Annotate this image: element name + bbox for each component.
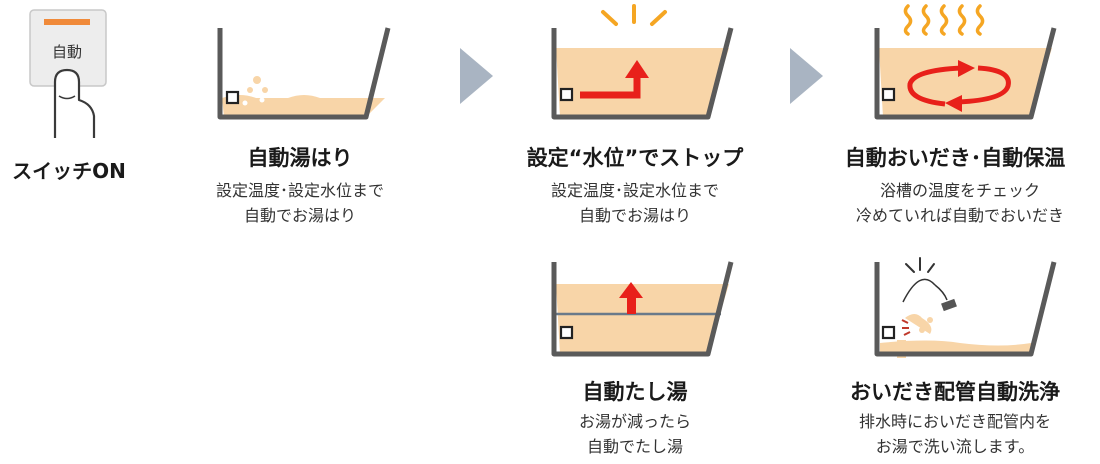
spray-icon	[901, 314, 933, 336]
desc-line: お湯で洗い流します。	[875, 437, 1035, 456]
bathtub-reheat-icon	[874, 4, 1057, 120]
steam-icon	[903, 4, 985, 36]
step-title-topup: 自動たし湯	[582, 380, 688, 404]
circulation-arrows-icon	[907, 65, 1011, 107]
step-title-stop-level: 設定“水位”でストップ	[526, 146, 744, 170]
step-title-pipe-clean: おいだき配管自動洗浄	[850, 380, 1060, 404]
desc-line: 排水時においだき配管内を	[858, 412, 1051, 431]
bathtub-filling-icon	[217, 27, 391, 120]
sparkle-lines-icon	[601, 4, 667, 26]
drain-plug-icon	[902, 278, 957, 312]
desc-line: 自動でお湯はり	[578, 206, 691, 225]
finger-icon	[53, 68, 96, 138]
desc-line: 自動でお湯はり	[243, 206, 356, 225]
desc-line: 自動でたし湯	[586, 437, 683, 456]
chevron-right-icon	[790, 48, 823, 104]
step-title-reheat: 自動おいだき･自動保温	[844, 146, 1066, 170]
desc-line: 設定温度･設定水位まで	[215, 181, 384, 200]
step-desc-pipe-clean: 排水時においだき配管内を お湯で洗い流します。	[830, 409, 1080, 459]
chevron-right-icon	[460, 48, 493, 104]
sparkle-lines-icon	[905, 257, 935, 273]
bathtub-pipe-clean-icon	[874, 257, 1057, 358]
bathtub-stop-icon	[551, 4, 734, 120]
desc-line: 冷めていれば自動でおいだき	[855, 206, 1064, 225]
step-desc-auto-fill: 設定温度･設定水位まで 自動でお湯はり	[180, 178, 420, 228]
switch-button-label: 自動	[52, 43, 82, 61]
step-title-auto-fill: 自動湯はり	[247, 146, 353, 170]
desc-line: 浴槽の温度をチェック	[879, 181, 1040, 200]
step-desc-reheat: 浴槽の温度をチェック 冷めていれば自動でおいだき	[820, 178, 1100, 228]
switch-caption: スイッチON	[12, 159, 126, 183]
bathtub-topup-icon	[551, 261, 734, 357]
desc-line: お湯が減ったら	[578, 412, 691, 431]
step-desc-topup: お湯が減ったら 自動でたし湯	[530, 409, 740, 459]
step-desc-stop-level: 設定温度･設定水位まで 自動でお湯はり	[510, 178, 760, 228]
auto-switch-icon: 自動	[29, 9, 107, 87]
desc-line: 設定温度･設定水位まで	[550, 181, 719, 200]
